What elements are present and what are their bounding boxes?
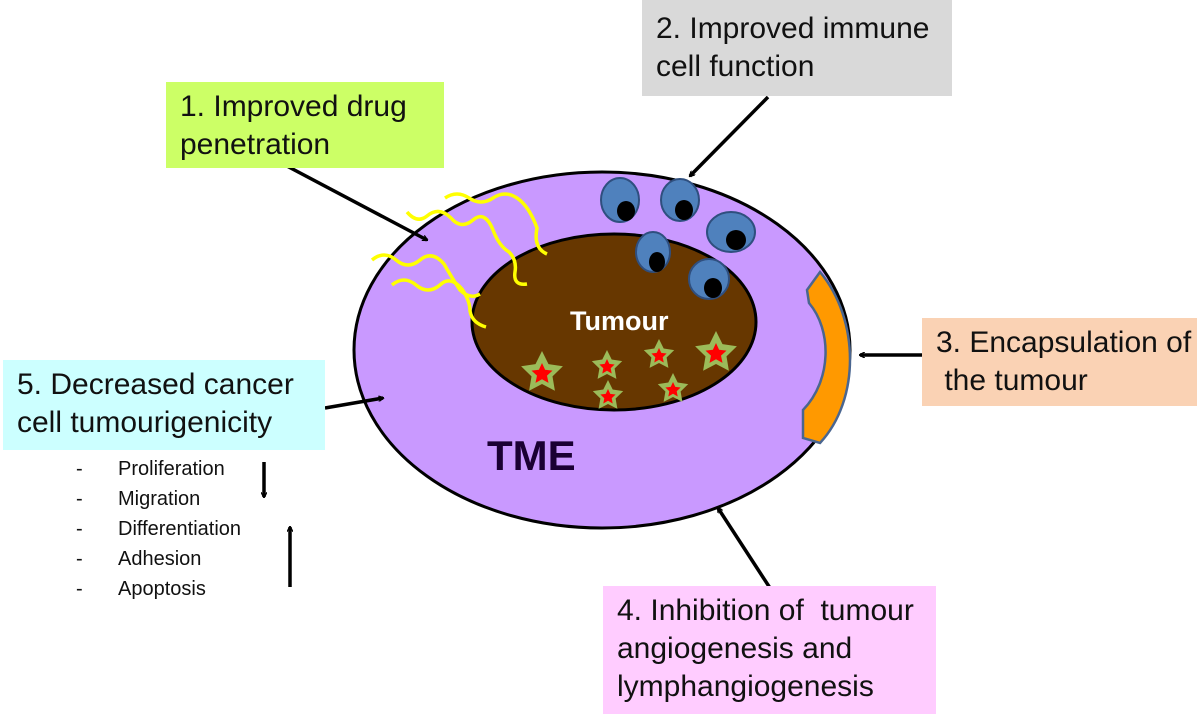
list-dash: - xyxy=(76,548,83,570)
arrow-angiogenesis xyxy=(716,508,772,589)
box4-line3: lymphangiogenesis xyxy=(617,670,874,703)
immune-cells xyxy=(600,177,756,300)
box-encapsulation: 3. Encapsulation of the tumour xyxy=(922,318,1197,406)
box-decreased-tumourigenicity: 5. Decreased cancer cell tumourigenicity xyxy=(3,360,325,450)
tumour-star-inner xyxy=(651,348,667,363)
list-dash: - xyxy=(76,578,83,600)
box3-line1: 3. Encapsulation of xyxy=(936,326,1192,359)
tumour-star-inner xyxy=(665,382,681,397)
box5-line2: cell tumourigenicity xyxy=(17,406,273,439)
arrow-immune-function xyxy=(690,95,770,176)
box5-line1: 5. Decreased cancer xyxy=(17,368,294,401)
tumour-capsule xyxy=(801,269,852,445)
drug-wave-group xyxy=(370,192,548,329)
list-dash: - xyxy=(76,458,83,480)
box4-line2: angiogenesis and xyxy=(617,632,853,665)
effect-differentiation: Differentiation xyxy=(118,518,242,540)
immune-cell xyxy=(688,258,730,300)
immune-cell xyxy=(600,177,640,223)
immune-cell xyxy=(660,178,700,222)
effect-migration: Migration xyxy=(118,488,201,510)
box2-line1: 2. Improved immune xyxy=(656,12,930,45)
immune-cell xyxy=(635,231,671,273)
box3-line2: the tumour xyxy=(936,364,1088,397)
list-item: - Adhesion xyxy=(76,544,241,574)
drug-wave-1 xyxy=(444,192,548,256)
list-dash: - xyxy=(76,488,83,510)
effect-adhesion: Adhesion xyxy=(118,548,202,570)
immune-cell xyxy=(706,211,756,253)
tumour-stars xyxy=(521,331,737,409)
tumour-star-inner xyxy=(531,363,553,383)
tumour-star-inner xyxy=(599,359,615,374)
arrow-tumourigenicity xyxy=(324,398,383,410)
list-item: - Differentiation xyxy=(76,514,241,544)
box-improved-immune-cell-function: 2. Improved immune cell function xyxy=(642,0,952,96)
tme-label: TME xyxy=(487,432,576,479)
box1-line2: penetration xyxy=(180,128,331,161)
box2-line2: cell function xyxy=(656,50,815,83)
box4-line1: 4. Inhibition of tumour xyxy=(617,594,914,627)
list-item: - Apoptosis xyxy=(76,574,241,604)
list-item: - Proliferation xyxy=(76,454,241,484)
effects-list: - Proliferation - Migration - Differenti… xyxy=(76,454,241,604)
drug-wave-2 xyxy=(405,209,528,286)
list-dash: - xyxy=(76,518,83,540)
tumour-star-inner xyxy=(600,389,616,404)
tumour-label: Tumour xyxy=(570,306,669,336)
drug-wave-4 xyxy=(390,278,487,329)
effect-proliferation: Proliferation xyxy=(118,458,225,480)
box1-line1: 1. Improved drug xyxy=(180,90,407,123)
arrow-drug-penetration xyxy=(284,163,427,242)
effect-apoptosis: Apoptosis xyxy=(118,578,206,600)
list-item: - Migration xyxy=(76,484,241,514)
box-inhibition-angiogenesis: 4. Inhibition of tumour angiogenesis and… xyxy=(603,586,936,714)
box-improved-drug-penetration: 1. Improved drug penetration xyxy=(166,82,444,168)
tumour-star-inner xyxy=(705,343,727,363)
